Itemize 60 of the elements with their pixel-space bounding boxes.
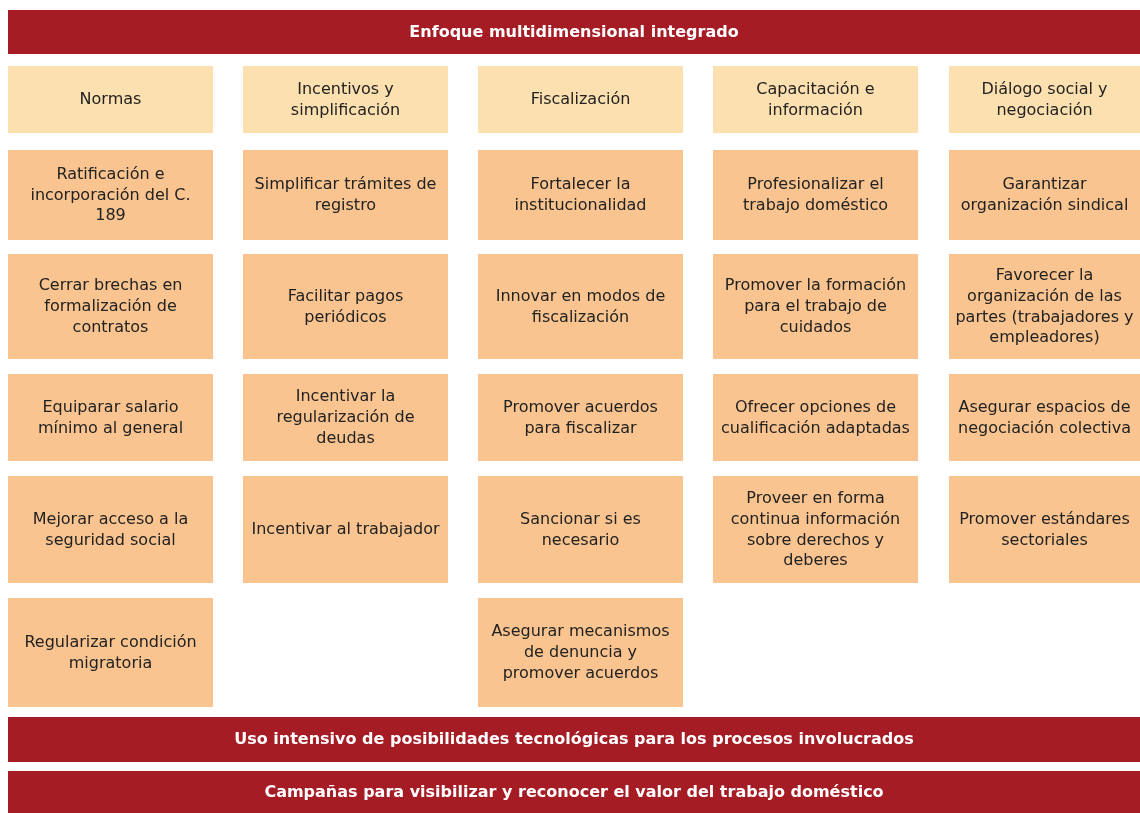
action-box: [243, 254, 448, 359]
action-box: [478, 476, 683, 583]
box-text: Incentivos y simplificación: [289, 78, 402, 121]
category-header-box: [243, 66, 448, 133]
box-text: Normas: [79, 89, 142, 110]
action-box: [478, 254, 683, 359]
action-box: [8, 374, 213, 461]
action-box: [243, 150, 448, 240]
action-box: [713, 374, 918, 461]
banner-bar: [8, 10, 1140, 54]
category-header-box: [8, 66, 213, 133]
action-box: [243, 374, 448, 461]
banner-bar: [8, 717, 1140, 762]
box-text: Ratificación e incorporación del C. 189: [29, 163, 192, 227]
box-text: Asegurar mecanismos de denuncia y promover acuerdos: [490, 621, 671, 684]
category-header-box: [478, 66, 683, 133]
box-text: Incentivar la regularización de deudas: [275, 386, 416, 449]
box-text: Promover estándares sectoriales: [958, 508, 1131, 551]
banner-bar: [8, 771, 1140, 813]
box-text: Mejorar acceso a la seguridad social: [31, 508, 190, 551]
box-text: Favorecer la organización de las partes (trabajadores y empleadores): [955, 264, 1134, 349]
box-text: Facilitar pagos periódicos: [286, 285, 405, 328]
box-text: Asegurar espacios de negociación colectiva: [957, 396, 1132, 439]
action-box: [478, 150, 683, 240]
box-text: Simplificar trámites de registro: [253, 174, 438, 216]
box-text: Regularizar condición migratoria: [23, 631, 198, 674]
box-text: Diálogo social y negociación: [980, 78, 1109, 121]
action-box: [713, 150, 918, 240]
action-box: [8, 254, 213, 359]
action-box: [8, 150, 213, 240]
box-text: Ofrecer opciones de cualificación adaptadas: [720, 396, 911, 439]
action-box: [949, 254, 1140, 359]
box-text: Innovar en modos de fiscalización: [494, 285, 667, 328]
box-text: Uso intensivo de posibilidades tecnológicas para los procesos involucrados: [234, 729, 914, 750]
box-text: Profesionalizar el trabajo doméstico: [742, 174, 889, 216]
box-text: Capacitación e información: [755, 78, 876, 121]
action-box: [713, 254, 918, 359]
box-text: Campañas para visibilizar y reconocer el valor del trabajo doméstico: [264, 781, 884, 803]
box-text: Incentivar al trabajador: [251, 519, 440, 540]
action-box: [713, 476, 918, 583]
action-box: [478, 598, 683, 707]
action-box: [949, 374, 1140, 461]
action-box: [8, 598, 213, 707]
action-box: [949, 150, 1140, 240]
action-box: [478, 374, 683, 461]
box-text: Fiscalización: [530, 89, 631, 110]
box-text: Enfoque multidimensional integrado: [409, 21, 739, 43]
action-box: [8, 476, 213, 583]
box-text: Fortalecer la institucionalidad: [513, 174, 648, 216]
box-text: Promover la formación para el trabajo de cuidados: [723, 275, 908, 338]
box-text: Garantizar organización sindical: [959, 174, 1130, 216]
category-header-box: [713, 66, 918, 133]
box-text: Proveer en forma continua información sobre derechos y deberes: [729, 487, 902, 572]
box-text: Equiparar salario mínimo al general: [36, 396, 185, 439]
category-header-box: [949, 66, 1140, 133]
box-text: Sancionar si es necesario: [519, 508, 642, 551]
box-text: Cerrar brechas en formalización de contratos: [37, 275, 184, 338]
action-box: [949, 476, 1140, 583]
box-text: Promover acuerdos para fiscalizar: [502, 396, 659, 439]
action-box: [243, 476, 448, 583]
